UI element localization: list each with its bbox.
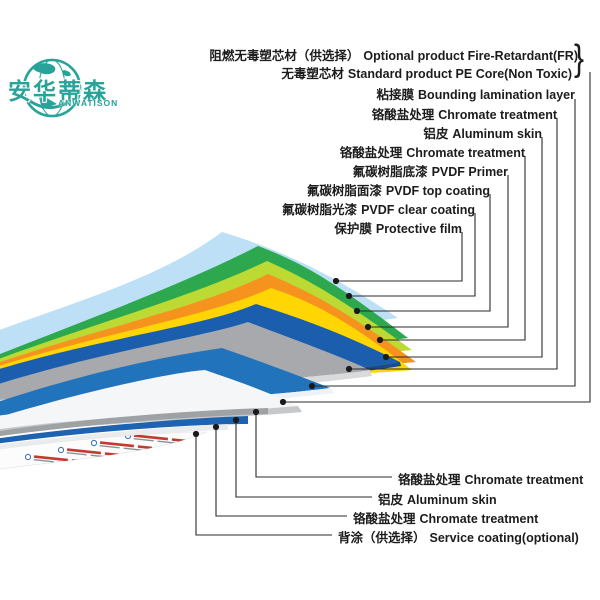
layer-pe-core (0, 370, 298, 430)
logo-english-name: ANWATISON (58, 98, 119, 108)
layer-service-coating-face (0, 431, 208, 470)
label-fire-retardant: 阻燃无毒塑芯材（供选择）Optional product Fire-Retard… (209, 49, 578, 63)
leader-dots (192, 277, 390, 438)
layer-chromate-bottom (0, 408, 268, 437)
anwatison-logo: 安华蒂森 ANWATISON (6, 52, 136, 127)
label-service-coating: 背涂（供选择）Service coating(optional) (338, 531, 579, 545)
logo-chinese-name: 安华蒂森 (8, 78, 108, 104)
layer-chromate-bottom-2 (0, 424, 228, 449)
leader-lines-bottom (195, 412, 392, 536)
globe-icon (22, 58, 82, 118)
core-brace: } (574, 38, 585, 80)
layer-aluminum-skin-bottom (0, 416, 248, 444)
leader-lines-top (283, 72, 591, 403)
